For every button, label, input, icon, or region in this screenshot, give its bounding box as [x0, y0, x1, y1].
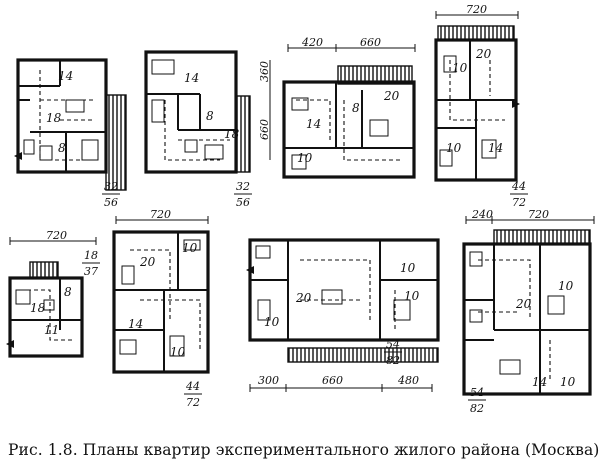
- room-area-label: 18: [30, 301, 46, 315]
- room-area-label: 10: [558, 279, 574, 293]
- room-area-label: 10: [560, 375, 576, 389]
- room-area-label: 8: [58, 141, 66, 155]
- room-area-label: 10: [404, 289, 420, 303]
- dimension-label: 480: [397, 374, 419, 387]
- room-area-label: 10: [182, 241, 198, 255]
- room-area-label: 10: [446, 141, 462, 155]
- entrance-arrow-icon: [512, 100, 520, 108]
- area-living-label: 82: [386, 354, 400, 367]
- room-area-label: 10: [170, 345, 186, 359]
- room-area-label: 20: [383, 89, 400, 103]
- room-area-label: 10: [297, 151, 313, 165]
- room-area-label: 20: [295, 291, 312, 305]
- area-total-label: 32: [104, 180, 118, 193]
- room-area-label: 10: [400, 261, 416, 275]
- dimension-label: 660: [258, 119, 271, 140]
- room-area-label: 20: [139, 255, 156, 269]
- room-area-label: 20: [515, 297, 532, 311]
- plan-6: 10 20 14 10 720 44 72: [112, 208, 210, 409]
- room-area-label: 14: [306, 117, 321, 131]
- room-area-label: 11: [44, 323, 59, 337]
- area-living-label: 56: [104, 196, 118, 209]
- room-area-label: 20: [475, 47, 492, 61]
- area-living-label: 37: [84, 265, 98, 278]
- area-total-label: 18: [84, 249, 98, 262]
- plan-8: 10 20 14 10 240 720 54 82: [462, 208, 595, 415]
- room-area-label: 10: [452, 61, 468, 75]
- dimension-label: 660: [322, 374, 343, 387]
- room-area-label: 14: [532, 375, 547, 389]
- room-area-label: 14: [58, 69, 73, 83]
- figure-caption: Рис. 1.8. Планы квартир экспериментально…: [8, 441, 600, 459]
- area-total-label: 54: [470, 386, 484, 399]
- plan-1: 14 18 8 32 56: [14, 58, 127, 209]
- entrance-arrow-icon: [246, 266, 254, 274]
- dimension-label: 660: [360, 36, 381, 49]
- area-total-label: 44: [511, 180, 526, 193]
- area-total-label: 54: [386, 338, 400, 351]
- area-living-label: 72: [512, 196, 526, 209]
- plan-5: 18 8 11 720 18 37: [6, 229, 100, 358]
- dimension-label: 360: [258, 61, 271, 82]
- plan-2: 14 8 18 32 56: [144, 50, 252, 209]
- dimension-label: 720: [46, 229, 67, 242]
- room-area-label: 14: [128, 317, 143, 331]
- room-area-label: 8: [64, 285, 72, 299]
- room-area-label: 18: [46, 111, 62, 125]
- room-area-label: 10: [264, 315, 280, 329]
- room-area-label: 8: [206, 109, 214, 123]
- area-total-label: 32: [236, 180, 250, 193]
- area-living-label: 82: [470, 402, 484, 415]
- room-area-label: 14: [184, 71, 199, 85]
- dimension-label: 720: [466, 3, 487, 16]
- entrance-arrow-icon: [6, 340, 14, 348]
- room-area-label: 14: [488, 141, 503, 155]
- room-area-label: 18: [224, 127, 240, 141]
- room-area-label: 8: [352, 101, 360, 115]
- dimension-label: 420: [301, 36, 323, 49]
- area-living-label: 56: [236, 196, 250, 209]
- plan-4: 20 10 10 14 720 44 72: [434, 3, 528, 209]
- dimension-label: 240: [471, 208, 493, 221]
- plan-7: 10 20 10 10 300 660 480 54 82: [246, 238, 440, 392]
- area-total-label: 44: [185, 380, 200, 393]
- area-living-label: 72: [186, 396, 200, 409]
- plan-3: 20 14 8 10 420 660 360 660: [258, 36, 416, 179]
- entrance-arrow-icon: [14, 152, 22, 160]
- dimension-label: 300: [258, 374, 279, 387]
- dimension-label: 720: [528, 208, 549, 221]
- dimension-label: 720: [150, 208, 171, 221]
